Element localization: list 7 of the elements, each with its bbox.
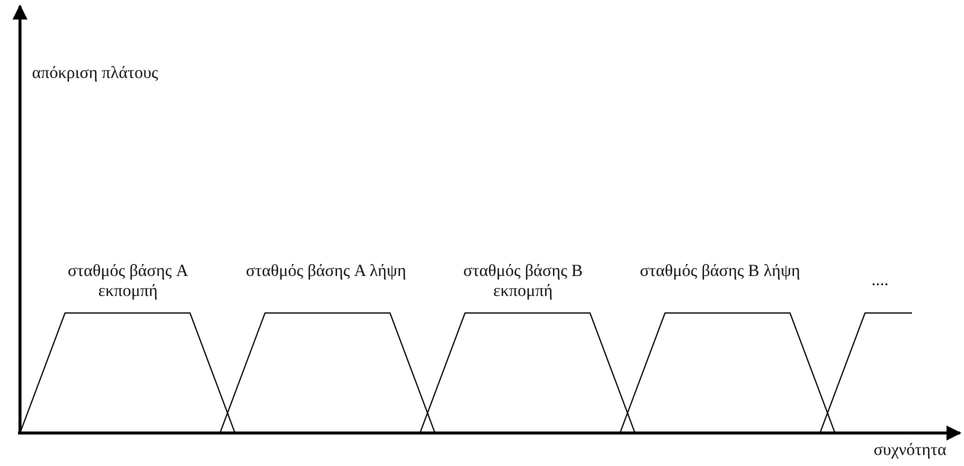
band-label: σταθμός βάσης B εκπομπή [462,261,584,301]
ellipsis-label: .... [870,270,890,290]
axis-label: απόκριση πλάτους [32,63,160,83]
band-label: σταθμός βάσης A λήψη [244,261,408,281]
axis-label: συχνότητα [872,440,948,460]
band-label: σταθμός βάσης A εκπομπή [66,261,190,301]
band-label: σταθμός βάσης B λήψη [638,261,802,281]
